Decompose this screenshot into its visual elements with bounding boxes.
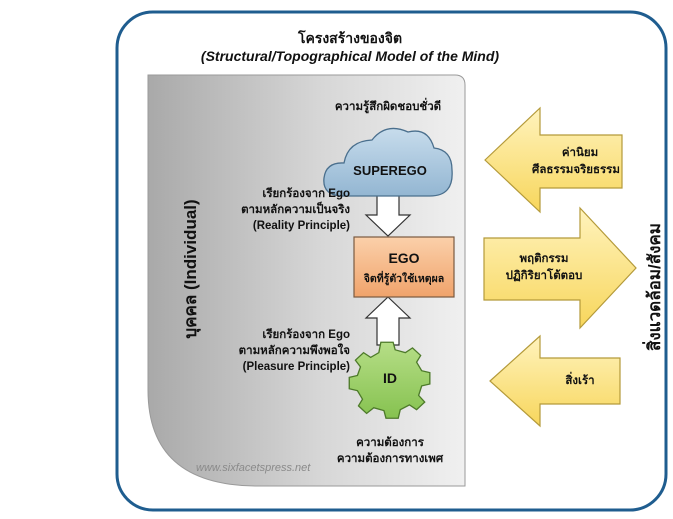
arrow-values-line2: ศีลธรรมจริยธรรม	[532, 164, 620, 176]
superego-caption: ความรู้สึกผิดชอบชั่วดี	[334, 101, 442, 113]
arrow-values-line1: ค่านิยม	[561, 147, 599, 159]
arrow-behavior-line1: พฤติกรรม	[519, 253, 569, 265]
superego-cloud	[323, 127, 453, 197]
reality-call-line2: ตามหลักความเป็นจริง	[241, 204, 350, 216]
arrow-behavior	[483, 206, 637, 330]
pleasure-call-line3: (Pleasure Principle)	[242, 361, 350, 373]
diagram-title: โครงสร้างของจิต	[297, 30, 403, 46]
ego-caption: จิตที่รู้ตัวใช้เหตุผล	[363, 273, 445, 285]
arrow-values	[484, 106, 623, 214]
arrow-stimulus	[489, 334, 621, 428]
environment-label: สิ่งแวดล้อม/สังคม	[645, 222, 664, 352]
diagram-subtitle: (Structural/Topographical Model of the M…	[200, 48, 500, 64]
arrow-stimulus-line1: สิ่งเร้า	[565, 375, 595, 387]
reality-call-line3: (Reality Principle)	[252, 220, 350, 232]
ego-box	[353, 236, 455, 298]
reality-call-line1: เรียกร้องจาก Ego	[262, 188, 350, 200]
arrow-behavior-line2: ปฏิกิริยาโต้ตอบ	[505, 270, 583, 282]
id-gear	[348, 341, 431, 419]
pleasure-call-line1: เรียกร้องจาก Ego	[262, 329, 350, 341]
watermark: www.sixfacetspress.net	[196, 462, 311, 474]
id-caption-2: ความต้องการทางเพศ	[336, 453, 444, 465]
pleasure-call-line2: ตามหลักความพึงพอใจ	[238, 345, 350, 357]
ego-label: EGO	[388, 250, 420, 266]
individual-label: บุคคล (Individual)	[181, 199, 200, 339]
id-caption-1: ความต้องการ	[356, 437, 424, 449]
superego-label: SUPEREGO	[353, 163, 427, 178]
id-label: ID	[383, 370, 397, 386]
